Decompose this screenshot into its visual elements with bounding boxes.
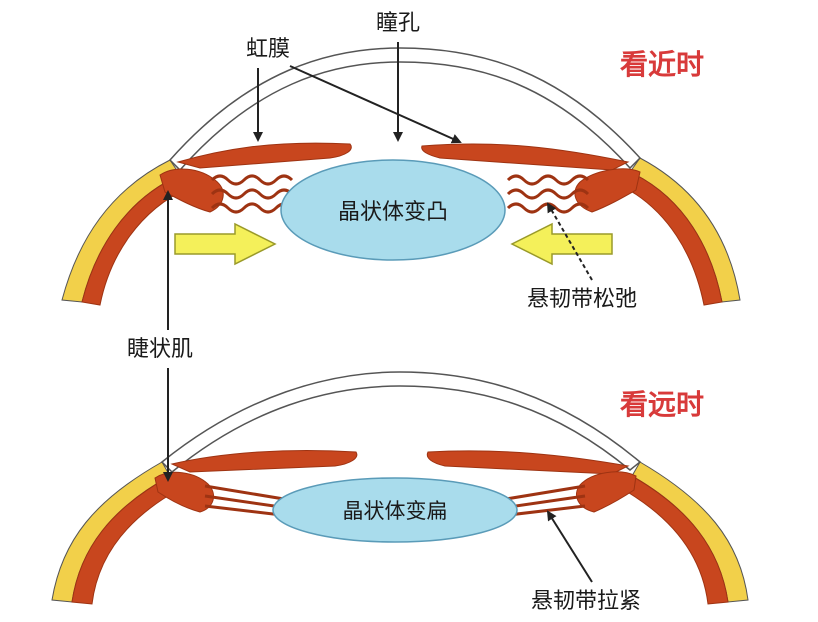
near-iris-left [176, 142, 352, 169]
near-ciliary-left [159, 168, 224, 213]
ciliary-muscle-label: 睫状肌 [127, 337, 193, 362]
iris-pointer-2 [289, 65, 462, 144]
annotations: 虹膜 瞳孔 睫状肌 悬韧带松弛 悬韧带拉紧 [127, 11, 641, 614]
far-lens [272, 477, 518, 543]
near-lens-label: 晶状体变凸 [338, 200, 448, 225]
zonule-relaxed-pointer [546, 202, 593, 281]
far-cornea [160, 371, 642, 474]
near-eye: 晶状体变凸 看近时 [61, 47, 741, 306]
iris-label: 虹膜 [246, 37, 290, 62]
near-title: 看近时 [620, 48, 704, 81]
near-ciliary-right [574, 168, 641, 213]
pupil-label: 瞳孔 [376, 11, 420, 36]
far-iris-right [426, 450, 630, 475]
far-ciliary-left [154, 471, 215, 513]
far-ciliary-right [576, 471, 637, 513]
far-title: 看远时 [620, 388, 704, 421]
far-iris-left [170, 450, 358, 473]
near-zonule-left [210, 174, 294, 214]
far-lens-label: 晶状体变扁 [343, 499, 448, 523]
far-eye: 晶状体变扁 看远时 [51, 371, 749, 605]
near-arrow-right [510, 222, 613, 266]
near-iris-right [421, 143, 630, 171]
zonule-relaxed-label: 悬韧带松弛 [527, 287, 637, 312]
zonule-tight-pointer [546, 510, 593, 583]
near-lens [280, 159, 506, 261]
near-cornea [168, 47, 642, 172]
near-arrow-left [174, 222, 277, 266]
zonule-tight-label: 悬韧带拉紧 [531, 589, 641, 614]
